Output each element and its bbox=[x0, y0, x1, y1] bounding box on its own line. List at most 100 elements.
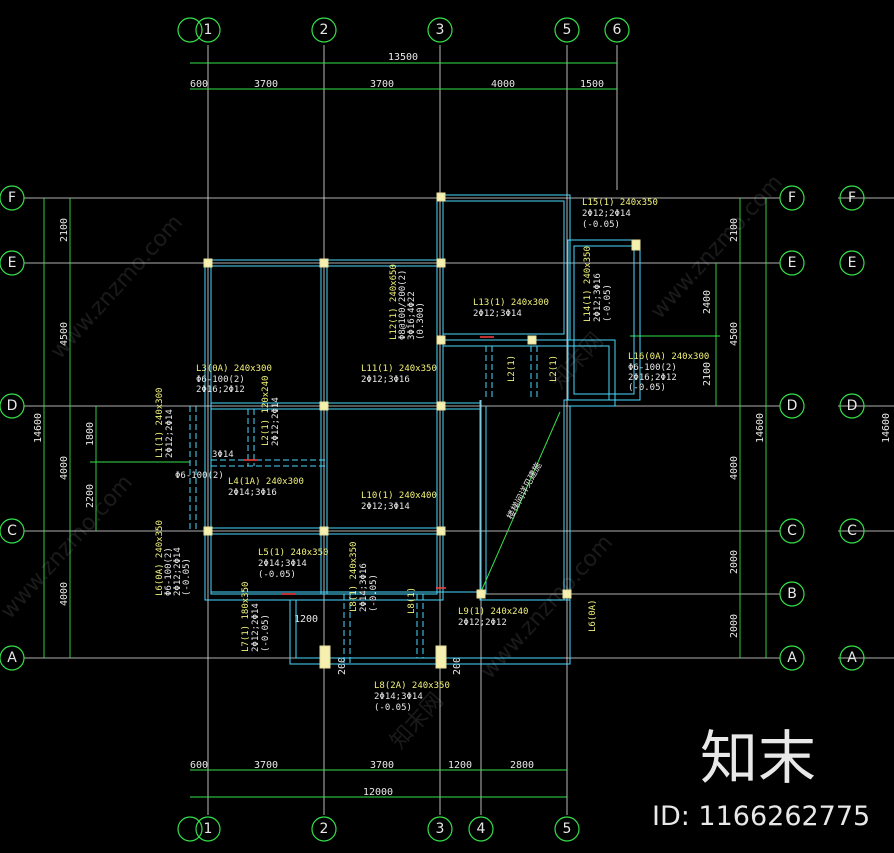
column bbox=[436, 258, 446, 268]
column bbox=[203, 526, 213, 536]
dim-text: 1500 bbox=[580, 79, 604, 90]
dim-text: 2100 bbox=[729, 218, 740, 242]
dim-text: 2400 bbox=[702, 290, 713, 314]
beam-spec: Φ6-100(2) bbox=[196, 375, 245, 385]
beam-label: L1(1) 240x300 bbox=[155, 388, 165, 458]
beam-lines bbox=[189, 194, 641, 665]
axis-label: 1 bbox=[204, 22, 213, 38]
beam-spec: 2Φ12;2Φ14 bbox=[251, 603, 261, 652]
beam-spec: Φ8@100/200(2) bbox=[398, 270, 408, 340]
axis-bubble bbox=[177, 17, 203, 43]
axis-label: D bbox=[847, 398, 858, 414]
axis-label: D bbox=[7, 398, 18, 414]
axis-bubble bbox=[839, 250, 865, 276]
beam-spec: 2Φ16;2Φ12 bbox=[628, 373, 677, 383]
dim-text: 2100 bbox=[59, 218, 70, 242]
dim-text: 3700 bbox=[254, 760, 278, 771]
axis-label: 2 bbox=[320, 821, 329, 837]
axis-bubble bbox=[779, 581, 805, 607]
beam-spec: 2Φ14;3Φ14 bbox=[374, 692, 423, 702]
axis-bubble bbox=[839, 645, 865, 671]
axis-bubbles-left: F E D C A bbox=[0, 185, 25, 671]
axis-bubble bbox=[0, 250, 25, 276]
watermark: www.znzmo.com bbox=[646, 170, 788, 324]
beam-spec: 2Φ14;3Φ16 bbox=[359, 563, 369, 612]
dim-text: 2800 bbox=[510, 760, 534, 771]
axis-bubble bbox=[839, 518, 865, 544]
axis-label: C bbox=[787, 523, 797, 539]
beam-spec: 2Φ12;2Φ14 bbox=[271, 397, 281, 446]
beam-spec: (-0.05) bbox=[182, 558, 192, 596]
dim-text: 600 bbox=[190, 79, 208, 90]
axis-bubble bbox=[311, 17, 337, 43]
axis-label: F bbox=[788, 190, 796, 206]
axis-bubble bbox=[427, 816, 453, 842]
dim-text: 12000 bbox=[363, 787, 393, 798]
beam-label: L2(1) 120x240 bbox=[261, 376, 271, 446]
column bbox=[319, 526, 329, 536]
beam-spec: (-0.05) bbox=[582, 220, 620, 230]
column bbox=[476, 589, 486, 599]
beam-spec: 2Φ14;3Φ14 bbox=[258, 559, 307, 569]
dimensions-left: 14600 2100 4500 4000 4000 1800 2200 bbox=[33, 198, 190, 658]
axis-label: A bbox=[787, 650, 797, 666]
dim-text: 3700 bbox=[254, 79, 278, 90]
axis-label: 1 bbox=[204, 821, 213, 837]
beam-label: L13(1) 240x300 bbox=[473, 298, 549, 308]
dim-text: 4000 bbox=[59, 456, 70, 480]
axis-bubble bbox=[0, 645, 25, 671]
beam-label: L11(1) 240x350 bbox=[361, 364, 437, 374]
axis-bubble bbox=[311, 816, 337, 842]
dim-text: 200 bbox=[337, 657, 348, 675]
axis-bubble bbox=[0, 393, 25, 419]
beam-label: L7(1) 180x350 bbox=[241, 582, 251, 652]
brand-block: 知末 ID: 1166262775 bbox=[652, 724, 870, 832]
column bbox=[319, 258, 329, 268]
beam-label: L15(1) 240x350 bbox=[582, 198, 658, 208]
axis-bubble bbox=[0, 518, 25, 544]
dim-text: 600 bbox=[190, 760, 208, 771]
dim-text: 14600 bbox=[755, 413, 766, 443]
axis-label: 4 bbox=[477, 821, 486, 837]
axis-bubble bbox=[779, 185, 805, 211]
column bbox=[436, 335, 446, 345]
dim-text: 4000 bbox=[491, 79, 515, 90]
dim-text: 200 bbox=[452, 657, 463, 675]
axis-bubble bbox=[779, 518, 805, 544]
beam-spec: Φ6-100(2) bbox=[628, 363, 677, 373]
beam-spec: (-0.05) bbox=[603, 284, 613, 322]
column bbox=[527, 335, 537, 345]
beam-label: L9(1) 240x240 bbox=[458, 607, 528, 617]
axis-label: 3 bbox=[436, 22, 445, 38]
beam-spec: 2Φ12;2Φ14 bbox=[165, 409, 175, 458]
axis-bubble bbox=[779, 250, 805, 276]
beam-label: L12(1) 240x650 bbox=[389, 264, 399, 340]
column bbox=[631, 239, 641, 251]
column bbox=[319, 645, 331, 669]
dim-text: 1800 bbox=[85, 422, 96, 446]
axis-bubble bbox=[839, 185, 865, 211]
axis-label: 6 bbox=[613, 22, 622, 38]
axis-label: F bbox=[848, 190, 856, 206]
axis-bubbles-right: F E D C B A bbox=[779, 185, 805, 671]
beam-spec: (-0.05) bbox=[258, 570, 296, 580]
column bbox=[436, 401, 446, 411]
axis-label: A bbox=[7, 650, 17, 666]
beam-label: L6(0A) 240x350 bbox=[155, 520, 165, 596]
axis-bubble bbox=[468, 816, 494, 842]
axis-bubble bbox=[195, 17, 221, 43]
beam-label: Φ6-100(2) bbox=[175, 471, 224, 481]
beam-spec: 2Φ12;3Φ14 bbox=[473, 309, 522, 319]
column bbox=[436, 526, 446, 536]
dim-text: 2100 bbox=[702, 362, 713, 386]
beam-spec: 2Φ12;2Φ12 bbox=[458, 618, 507, 628]
axis-bubble bbox=[779, 393, 805, 419]
dim-text: 14600 bbox=[881, 413, 892, 443]
beam-spec: 3Φ16;4Φ22 bbox=[407, 291, 417, 340]
axis-label: 3 bbox=[436, 821, 445, 837]
column bbox=[203, 258, 213, 268]
dim-text: 3700 bbox=[370, 760, 394, 771]
beam-label: L8(1) bbox=[407, 587, 417, 614]
